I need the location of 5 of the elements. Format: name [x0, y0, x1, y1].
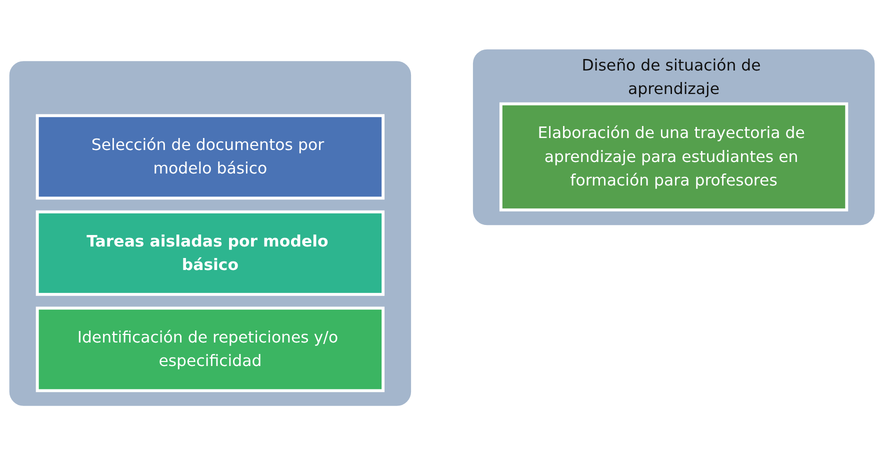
- node-box: Identificación de repeticiones y/o especificidad: [36, 306, 385, 392]
- cluster: [6, 58, 414, 409]
- node-box: Selección de documentos por modelo básico: [36, 114, 385, 200]
- node-box: Elaboración de una trayectoria de aprendizaje para estudiantes en formación para profesores: [499, 102, 848, 212]
- node-box: Tareas aisladas por modelo básico: [36, 210, 385, 296]
